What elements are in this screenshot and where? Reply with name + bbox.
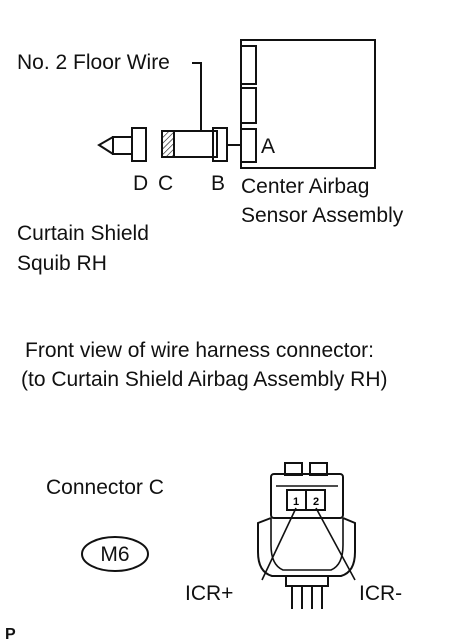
- connector-d: [131, 127, 147, 162]
- icr-plus-label: ICR+: [185, 582, 233, 605]
- floor-wire-leader: [192, 62, 202, 132]
- connector-d-label: D: [133, 172, 148, 195]
- connector-housing-lower: [257, 517, 356, 577]
- connector-code-text: M6: [100, 543, 129, 566]
- icr-minus-leader: [315, 507, 356, 581]
- floor-wire-label: No. 2 Floor Wire: [17, 51, 170, 74]
- page-mark: P: [5, 626, 16, 643]
- sensor-connector-slot-2: [240, 87, 257, 124]
- squib-label-line2: Squib RH: [17, 252, 107, 275]
- connector-code-badge: M6: [81, 536, 149, 572]
- connector-c-label: C: [158, 172, 173, 195]
- connector-b-label: B: [211, 172, 225, 195]
- sensor-label-line2: Sensor Assembly: [241, 204, 404, 227]
- connector-b-c: [161, 127, 241, 162]
- sensor-label-line1: Center Airbag: [241, 175, 369, 198]
- squib-label-line1: Curtain Shield: [17, 222, 149, 245]
- sensor-connector-slot-1: [240, 45, 257, 85]
- connector-c-title: Connector C: [46, 476, 164, 499]
- icr-minus-label: ICR-: [359, 582, 402, 605]
- connector-housing-upper: [270, 473, 344, 519]
- icr-plus-leader: [261, 507, 297, 581]
- center-airbag-sensor-assembly: A: [240, 39, 376, 169]
- pin-1-label: 1: [293, 496, 299, 508]
- connector-c-front-view: 1 2: [257, 462, 356, 609]
- connector-a: [240, 128, 257, 163]
- front-view-caption-line1: Front view of wire harness connector:: [25, 339, 374, 362]
- squib-body: [112, 136, 133, 155]
- connector-c: [161, 130, 175, 158]
- connector-neck: [285, 575, 329, 587]
- connector-a-label: A: [261, 135, 275, 158]
- curtain-shield-squib: [97, 127, 147, 162]
- squib-tip: [97, 136, 114, 155]
- pin-2-label: 2: [313, 496, 319, 508]
- front-view-caption-line2: (to Curtain Shield Airbag Assembly RH): [21, 368, 388, 391]
